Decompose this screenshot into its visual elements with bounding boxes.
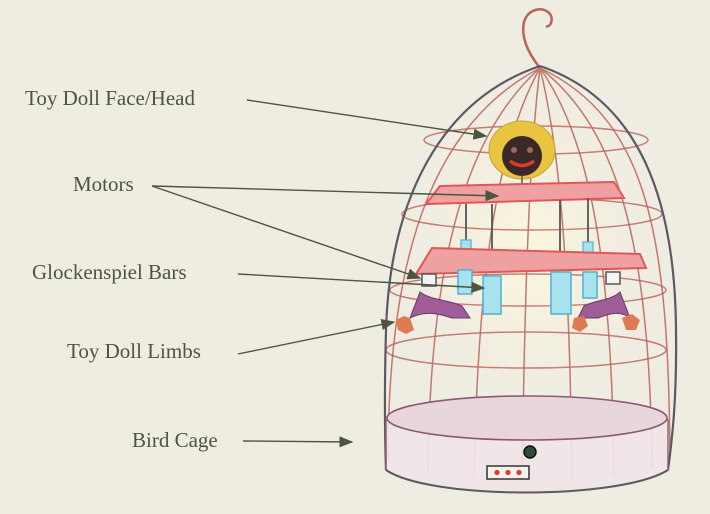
label-glockenspiel-bars: Glockenspiel Bars: [32, 260, 187, 285]
label-motors: Motors: [73, 172, 134, 197]
arrow-limbs: [238, 322, 394, 354]
label-doll-limbs: Toy Doll Limbs: [67, 339, 201, 364]
base-button: [524, 446, 536, 458]
arrow-motor-lower: [152, 186, 420, 278]
hanger-hook: [523, 9, 551, 68]
base-lights: [487, 466, 529, 479]
label-bird-cage: Bird Cage: [132, 428, 218, 453]
arrow-cage: [243, 441, 352, 442]
label-doll-face: Toy Doll Face/Head: [25, 86, 195, 111]
